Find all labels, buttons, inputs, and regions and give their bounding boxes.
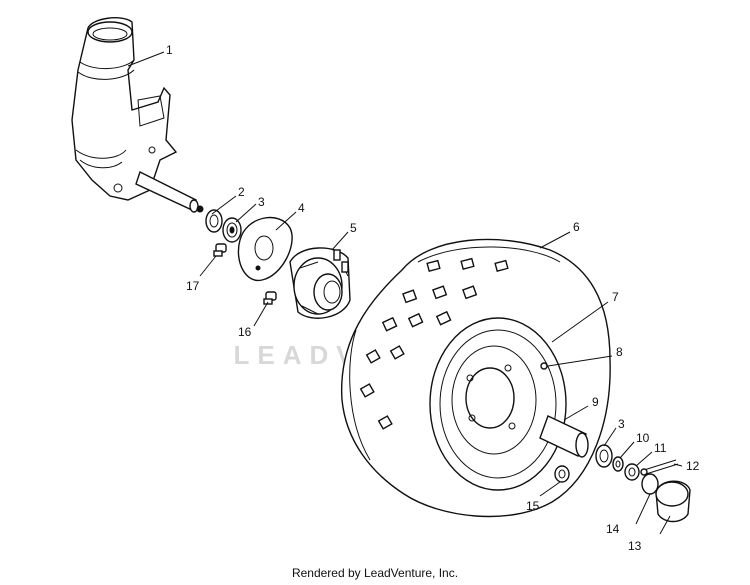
bearing-inner [222, 217, 242, 243]
callout-3: 3 [258, 195, 265, 209]
callout-11: 11 [654, 441, 667, 455]
callout-2: 2 [238, 185, 245, 199]
callout-7: 7 [612, 290, 619, 304]
callout-labels: 1 2 3 4 5 6 7 8 9 3 10 11 12 13 14 15 16… [166, 43, 700, 553]
axle-spacer [539, 415, 589, 458]
leader-lines [127, 51, 683, 535]
hub-cap [655, 480, 691, 523]
callout-1: 1 [166, 43, 173, 57]
cotter-pin [640, 459, 679, 476]
brake-disc [237, 216, 293, 282]
lug-nut [554, 465, 570, 483]
bolt-16 [263, 291, 277, 305]
bolt-17 [213, 243, 227, 257]
callout-16: 16 [238, 325, 252, 339]
callout-3b: 3 [618, 417, 625, 431]
callout-10: 10 [636, 431, 650, 445]
callout-9: 9 [592, 395, 599, 409]
callout-4: 4 [298, 201, 305, 215]
callout-14: 14 [606, 522, 620, 536]
callout-17: 17 [186, 279, 200, 293]
callout-6: 6 [573, 220, 580, 234]
spindle-housing [71, 17, 204, 213]
callout-15: 15 [526, 499, 540, 513]
tread-blocks [359, 257, 509, 430]
callout-13: 13 [628, 539, 642, 553]
callout-5: 5 [350, 221, 357, 235]
wheel-hub [289, 247, 351, 319]
rim [429, 317, 567, 491]
castle-nut [624, 463, 640, 481]
footer-credit: Rendered by LeadVenture, Inc. [291, 566, 459, 580]
seal [205, 209, 223, 233]
washer [612, 456, 624, 472]
bearing-outer [595, 444, 613, 468]
callout-8: 8 [616, 345, 623, 359]
callout-12: 12 [686, 459, 700, 473]
